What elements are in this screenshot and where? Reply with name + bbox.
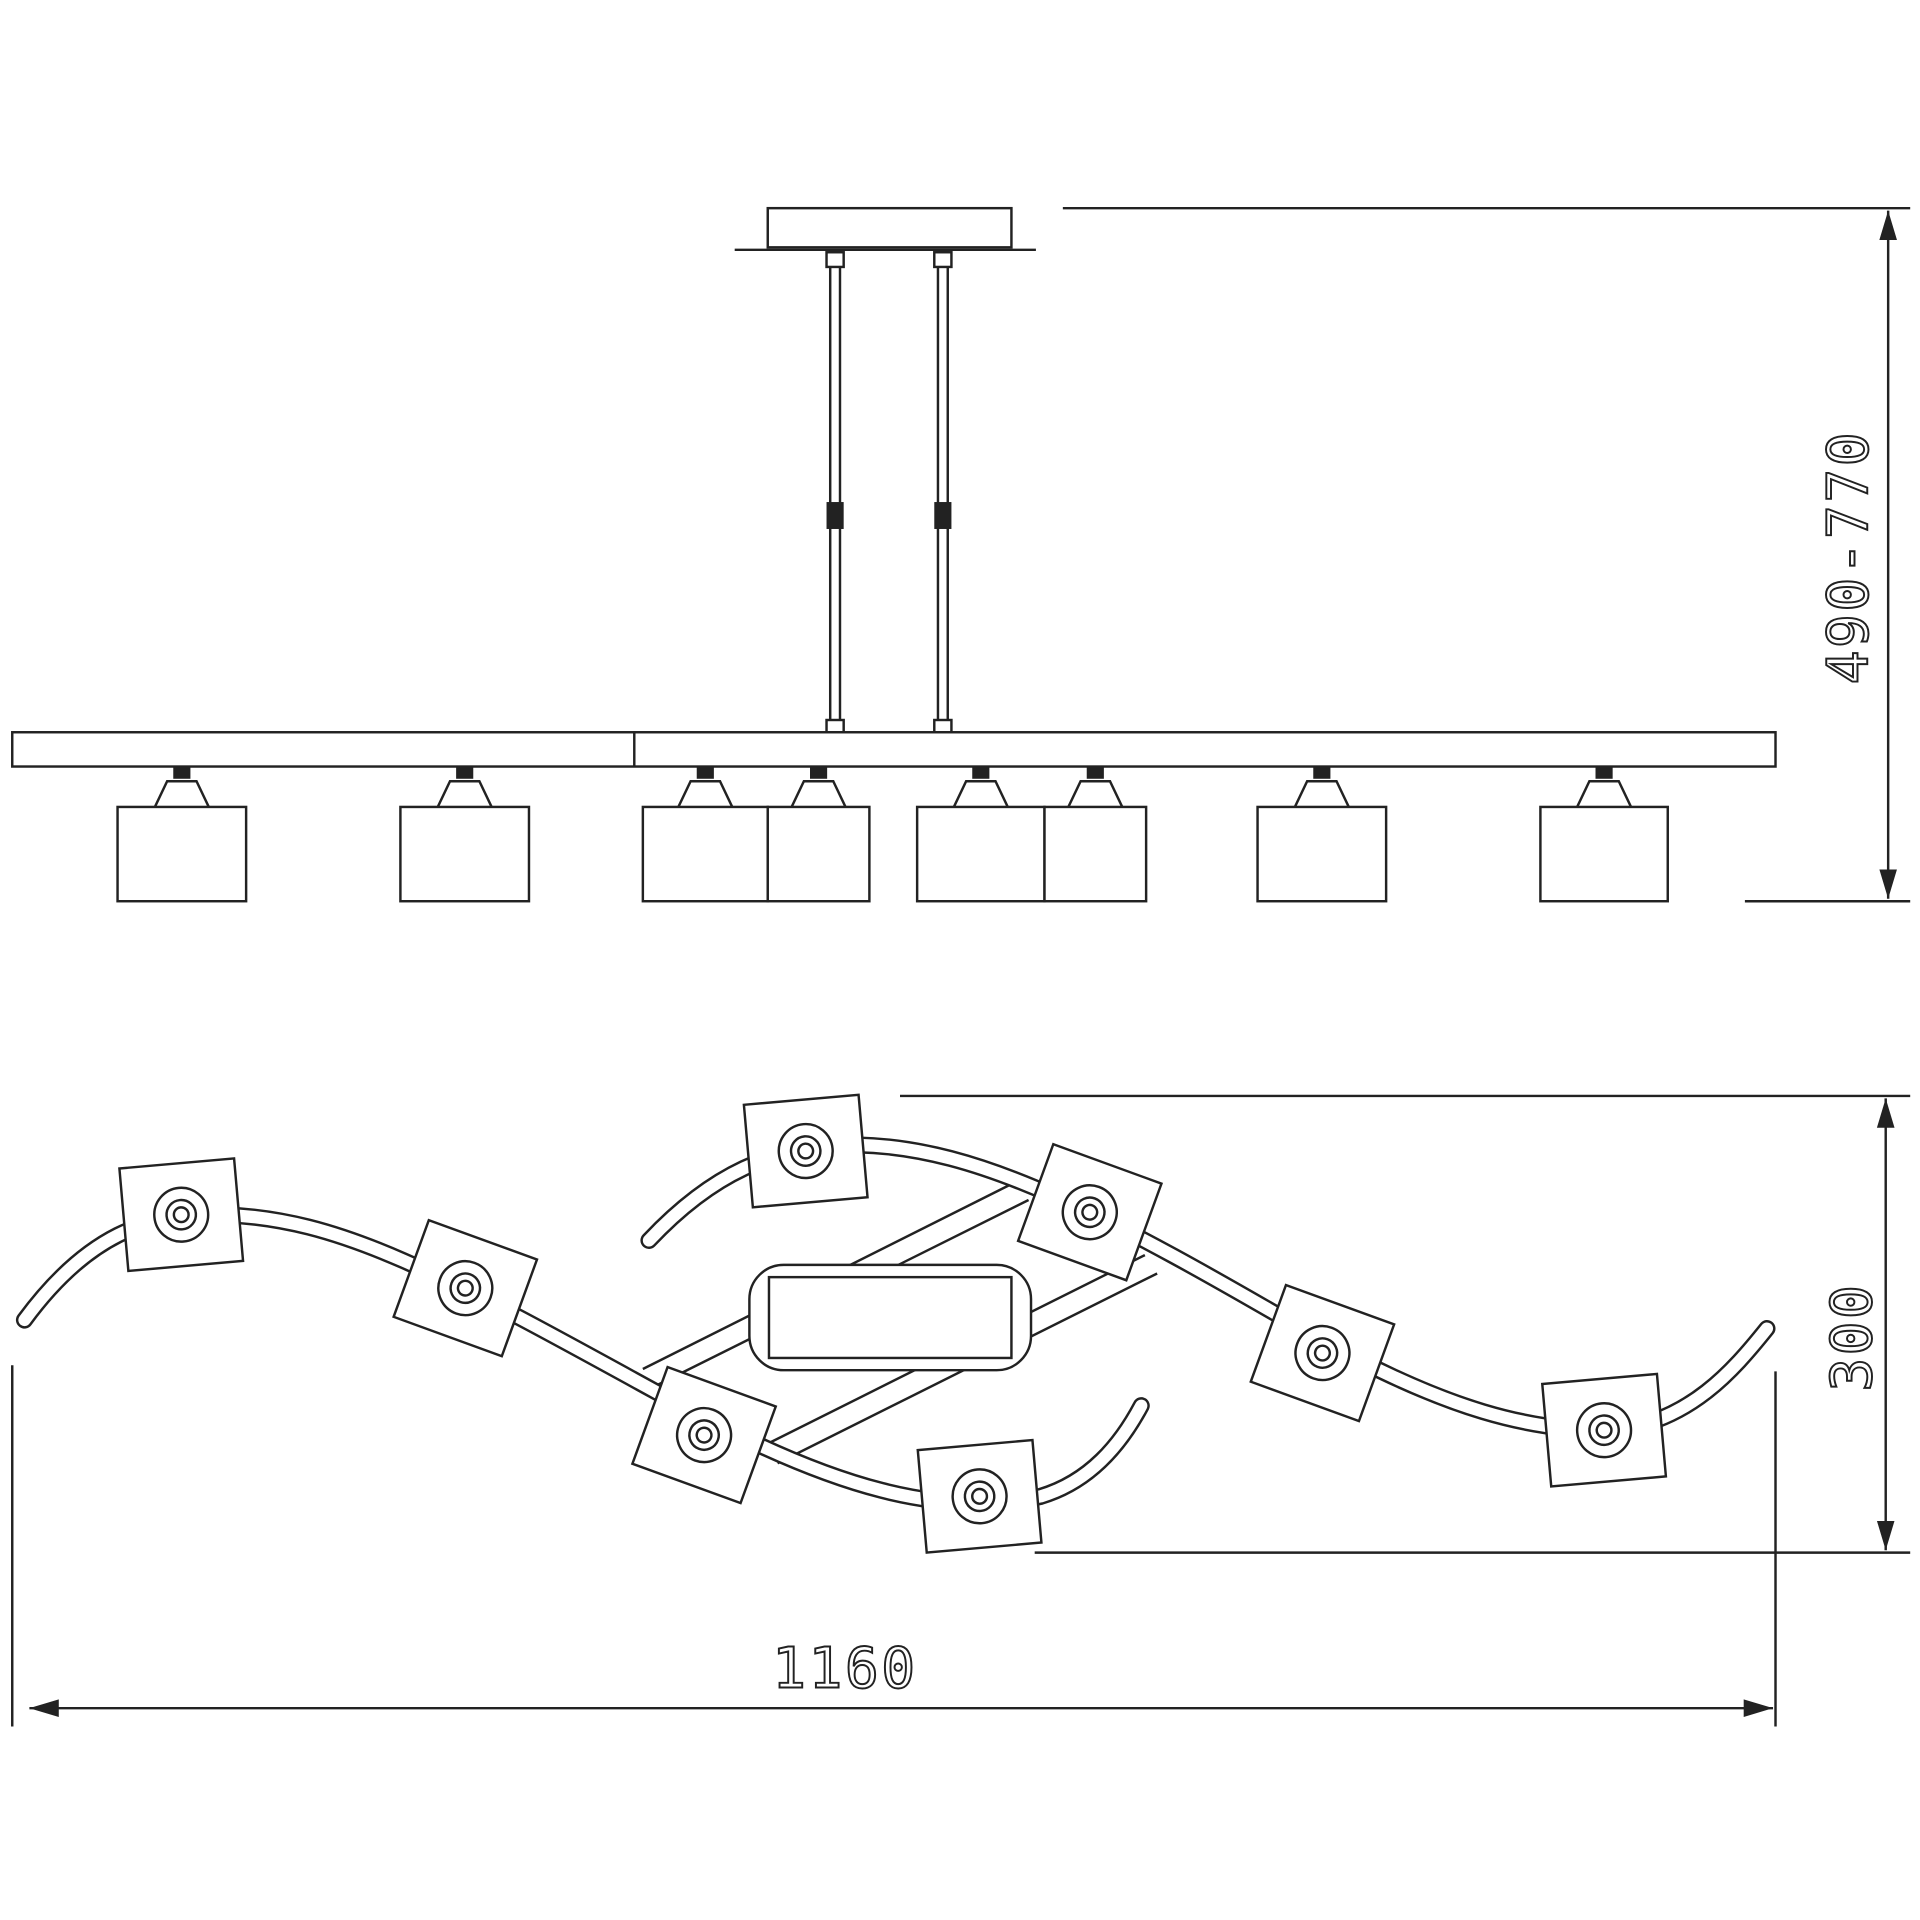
shades: [116, 766, 1669, 903]
height-dimension-label: 490-770: [1816, 430, 1881, 684]
lamp-head: [630, 1365, 778, 1505]
top-view: [15, 1093, 1776, 1554]
suspension-rod-right: [933, 251, 953, 734]
side-view: [11, 206, 1777, 903]
lamp-head: [1249, 1283, 1396, 1423]
light-bar: [11, 731, 1777, 768]
central-canopy: [748, 1263, 1033, 1372]
lamp-head: [916, 1438, 1043, 1554]
shade: [116, 766, 248, 903]
shade: [1256, 766, 1388, 903]
lamp-head: [118, 1157, 245, 1273]
shade: [766, 766, 871, 903]
lamp-head: [742, 1093, 869, 1209]
depth-dimension: 300: [900, 1094, 1911, 1554]
lamp-head: [1016, 1142, 1164, 1282]
width-dimension: 1160: [11, 1365, 1777, 1727]
shade: [641, 766, 769, 903]
shade: [915, 766, 1046, 903]
depth-dimension-label: 300: [1820, 1283, 1885, 1392]
suspension-rod-left: [825, 251, 845, 734]
lamp-heads: [118, 1093, 1668, 1554]
width-dimension-label: 1160: [772, 1636, 917, 1701]
lamp-head: [1540, 1372, 1668, 1488]
height-dimension: 490-770: [1062, 206, 1911, 903]
shade: [399, 766, 531, 903]
lamp-head: [392, 1218, 539, 1358]
shade: [1539, 766, 1669, 903]
shade: [1043, 766, 1148, 903]
ceiling-canopy: [766, 206, 1013, 249]
